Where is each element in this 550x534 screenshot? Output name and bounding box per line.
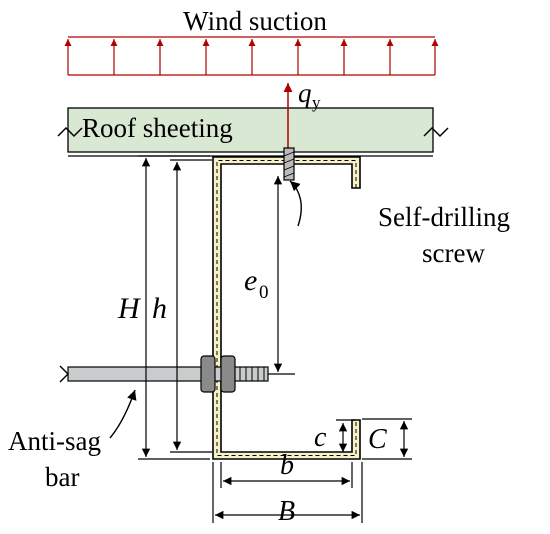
- screw-label-line1: Self-drilling: [378, 202, 510, 232]
- nut-left: [200, 355, 216, 393]
- z-section-outline: [212, 156, 361, 460]
- dimension-c: [336, 419, 356, 452]
- anti-sag-bar: Anti-sag bar: [8, 355, 295, 492]
- screw-thread: [283, 151, 295, 178]
- nut-right: [220, 355, 236, 393]
- screw-label-line2: screw: [422, 238, 485, 268]
- h-label: h: [152, 292, 167, 325]
- qy-subscript: y: [312, 93, 321, 112]
- C-label: C: [368, 424, 387, 455]
- dimension-h: [170, 159, 212, 453]
- screw-body: [283, 147, 295, 181]
- roof-sheeting: Roof sheeting: [57, 107, 449, 157]
- z-section: [212, 156, 361, 460]
- dimension-B: [212, 462, 363, 523]
- qy-symbol: q: [298, 78, 312, 108]
- dimension-H: [138, 155, 210, 460]
- roof-sheeting-panel: [67, 107, 434, 153]
- dimension-C: [362, 418, 412, 460]
- rod-break-mark: [59, 365, 69, 383]
- wind-load-arrows: [64, 36, 439, 76]
- self-drilling-screw: Self-drilling screw: [283, 147, 510, 268]
- qy-load: q y: [283, 78, 321, 148]
- anti-sag-leader: [109, 389, 137, 439]
- anti-sag-rod: [67, 366, 269, 382]
- left-break-mark: [57, 126, 83, 138]
- anti-sag-label-line2: bar: [45, 462, 79, 492]
- dimension-b: [220, 462, 353, 488]
- right-break-mark: [423, 126, 449, 138]
- wind-suction-label: Wind suction: [183, 6, 327, 36]
- e0-symbol: e: [244, 264, 257, 297]
- roof-sheeting-label: Roof sheeting: [82, 113, 233, 143]
- e0-subscript: 0: [259, 282, 269, 303]
- c-label: c: [314, 422, 327, 453]
- B-label: B: [278, 496, 295, 527]
- anti-sag-label-line1: Anti-sag: [8, 426, 101, 456]
- screw-leader: [289, 180, 302, 227]
- H-label: H: [117, 292, 142, 325]
- rod-thread: [239, 367, 265, 381]
- b-label: b: [280, 450, 294, 481]
- z-section-centerline: [216, 160, 357, 456]
